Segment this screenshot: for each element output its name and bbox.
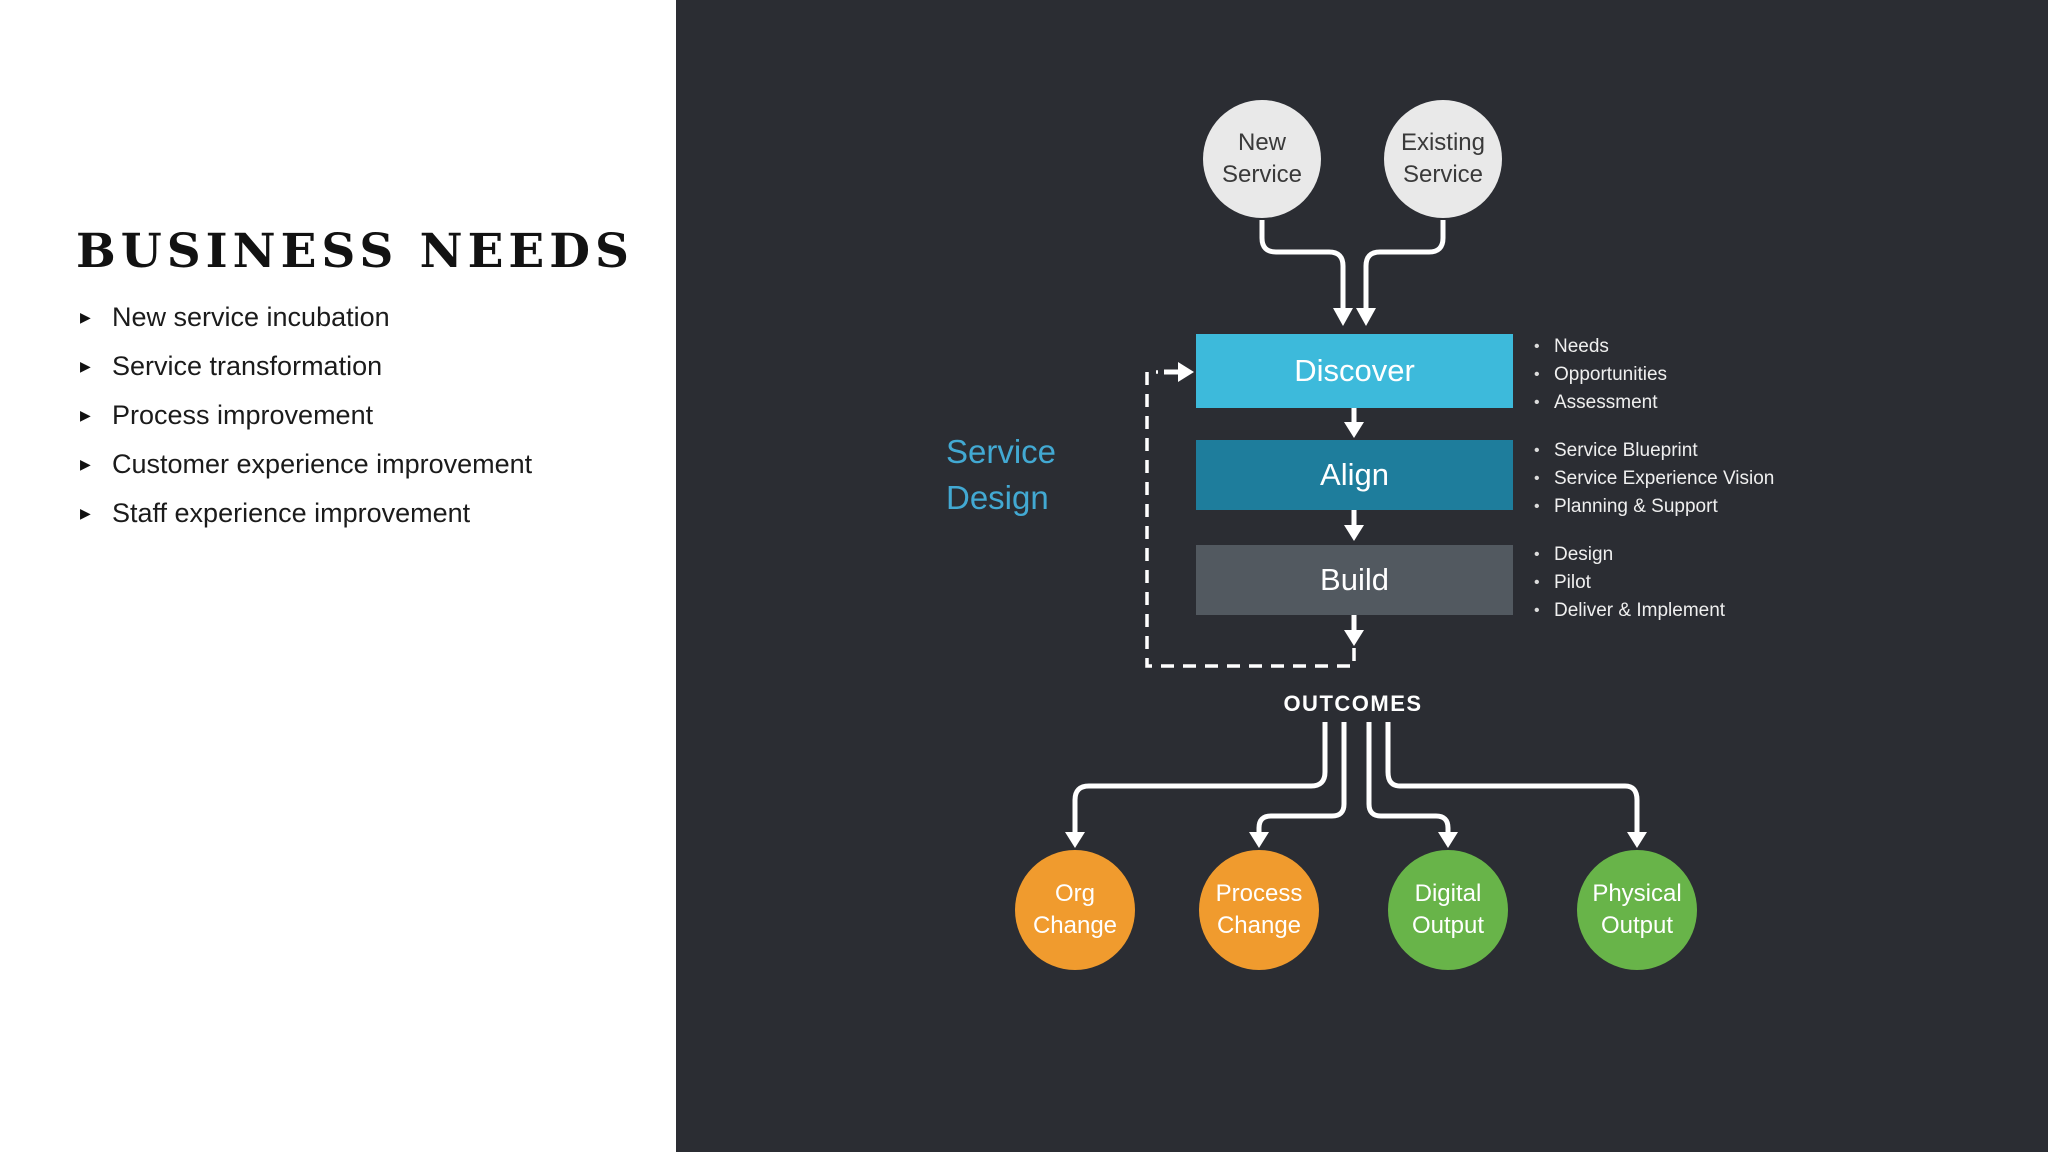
node-label: Process Change xyxy=(1215,880,1303,939)
build-bullet-list: • Design • Pilot • Deliver & Implement xyxy=(1534,541,1725,625)
service-design-line2: Design xyxy=(946,479,1049,516)
need-label: Customer experience improvement xyxy=(112,449,533,479)
node-label: Digital Output xyxy=(1411,880,1485,939)
list-item: ▶ Staff experience improvement xyxy=(80,489,532,538)
bullet-item: • Pilot xyxy=(1534,569,1725,597)
dot-bullet-icon: • xyxy=(1534,470,1540,487)
stage-label: Align xyxy=(1320,457,1389,492)
bullet-label: Service Experience Vision xyxy=(1554,468,1775,489)
bullet-item: • Assessment xyxy=(1534,389,1667,417)
need-label: Process improvement xyxy=(112,400,374,430)
dot-bullet-icon: • xyxy=(1534,546,1540,563)
bullet-label: Planning & Support xyxy=(1554,496,1718,517)
node-label: New Service xyxy=(1221,129,1303,188)
node-digital-output: Digital Output xyxy=(1388,850,1508,970)
bullet-item: • Planning & Support xyxy=(1534,493,1774,521)
stage-label: Build xyxy=(1320,562,1389,597)
bullet-label: Design xyxy=(1554,544,1614,565)
stage-discover: Discover xyxy=(1196,334,1513,408)
triangle-bullet-icon: ▶ xyxy=(80,505,91,521)
triangle-bullet-icon: ▶ xyxy=(80,456,91,472)
bullet-label: Needs xyxy=(1554,336,1609,357)
node-new-service: New Service xyxy=(1203,100,1321,218)
page-title: BUSINESS NEEDS xyxy=(76,224,634,279)
dot-bullet-icon: • xyxy=(1534,498,1540,515)
list-item: ▶ New service incubation xyxy=(80,293,532,342)
dot-bullet-icon: • xyxy=(1534,366,1540,383)
stage-align: Align xyxy=(1196,440,1513,510)
outcomes-heading: OUTCOMES xyxy=(1283,691,1423,716)
dot-bullet-icon: • xyxy=(1534,442,1540,459)
bullet-label: Service Blueprint xyxy=(1554,440,1698,461)
node-process-change: Process Change xyxy=(1199,850,1319,970)
dot-bullet-icon: • xyxy=(1534,338,1540,355)
node-existing-service: Existing Service xyxy=(1384,100,1502,218)
bullet-item: • Service Blueprint xyxy=(1534,437,1774,465)
bullet-label: Deliver & Implement xyxy=(1554,600,1726,621)
list-item: ▶ Process improvement xyxy=(80,391,532,440)
triangle-bullet-icon: ▶ xyxy=(80,309,91,325)
stage-label: Discover xyxy=(1294,353,1415,388)
need-label: Staff experience improvement xyxy=(112,498,471,528)
bullet-item: • Design xyxy=(1534,541,1725,569)
triangle-bullet-icon: ▶ xyxy=(80,358,91,374)
business-needs-list: ▶ New service incubation ▶ Service trans… xyxy=(80,293,532,538)
node-label: Physical Output xyxy=(1592,880,1682,939)
list-item: ▶ Customer experience improvement xyxy=(80,440,532,489)
node-org-change: Org Change xyxy=(1015,850,1135,970)
bullet-label: Assessment xyxy=(1554,392,1658,413)
bullet-item: • Opportunities xyxy=(1534,361,1667,389)
bullet-item: • Deliver & Implement xyxy=(1534,597,1725,625)
dot-bullet-icon: • xyxy=(1534,602,1540,619)
need-label: Service transformation xyxy=(112,351,383,381)
dot-bullet-icon: • xyxy=(1534,574,1540,591)
node-physical-output: Physical Output xyxy=(1577,850,1697,970)
service-design-label: Service Design xyxy=(946,429,1056,521)
discover-bullet-list: • Needs • Opportunities • Assessment xyxy=(1534,333,1667,417)
bullet-label: Pilot xyxy=(1554,572,1591,593)
dot-bullet-icon: • xyxy=(1534,394,1540,411)
node-label: Org Change xyxy=(1032,880,1118,939)
bullet-item: • Service Experience Vision xyxy=(1534,465,1774,493)
bullet-label: Opportunities xyxy=(1554,364,1668,385)
bullet-item: • Needs xyxy=(1534,333,1667,361)
list-item: ▶ Service transformation xyxy=(80,342,532,391)
triangle-bullet-icon: ▶ xyxy=(80,407,91,423)
stage-build: Build xyxy=(1196,545,1513,615)
align-bullet-list: • Service Blueprint • Service Experience… xyxy=(1534,437,1774,521)
service-design-line1: Service xyxy=(946,433,1057,470)
node-label: Existing Service xyxy=(1400,129,1486,188)
need-label: New service incubation xyxy=(112,302,390,332)
